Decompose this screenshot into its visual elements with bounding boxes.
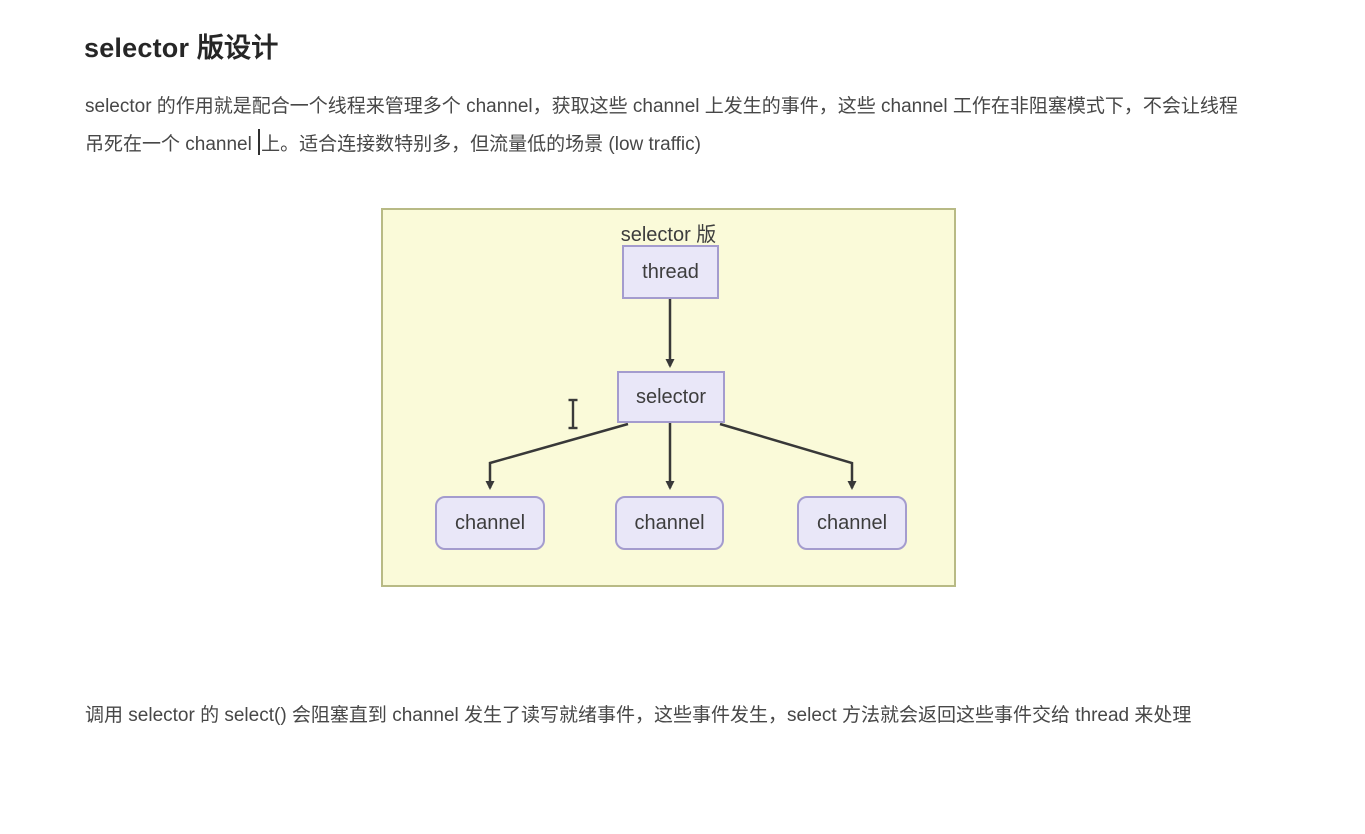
paragraph-text-after-caret: 上。适合连接数特别多，但流量低的场景 (low traffic) <box>261 134 701 155</box>
diagram-node-selector: selector <box>617 371 725 423</box>
diagram-node-channel-1: channel <box>435 496 545 550</box>
paragraph-selector-purpose[interactable]: selector 的作用就是配合一个线程来管理多个 channel，获取这些 c… <box>85 88 1250 164</box>
diagram-node-channel-2: channel <box>615 496 724 550</box>
diagram-node-channel-3: channel <box>797 496 907 550</box>
selector-diagram[interactable]: selector 版 thread selector channel chann… <box>381 208 956 587</box>
diagram-title: selector 版 <box>620 224 717 246</box>
diagram-node-thread: thread <box>622 245 719 299</box>
page-title[interactable]: selector 版设计 <box>84 33 279 63</box>
paragraph-text-before-caret: selector 的作用就是配合一个线程来管理多个 channel，获取这些 c… <box>85 96 1238 155</box>
paragraph-select-behavior[interactable]: 调用 selector 的 select() 会阻塞直到 channel 发生了… <box>85 705 1192 726</box>
text-caret <box>258 129 261 155</box>
